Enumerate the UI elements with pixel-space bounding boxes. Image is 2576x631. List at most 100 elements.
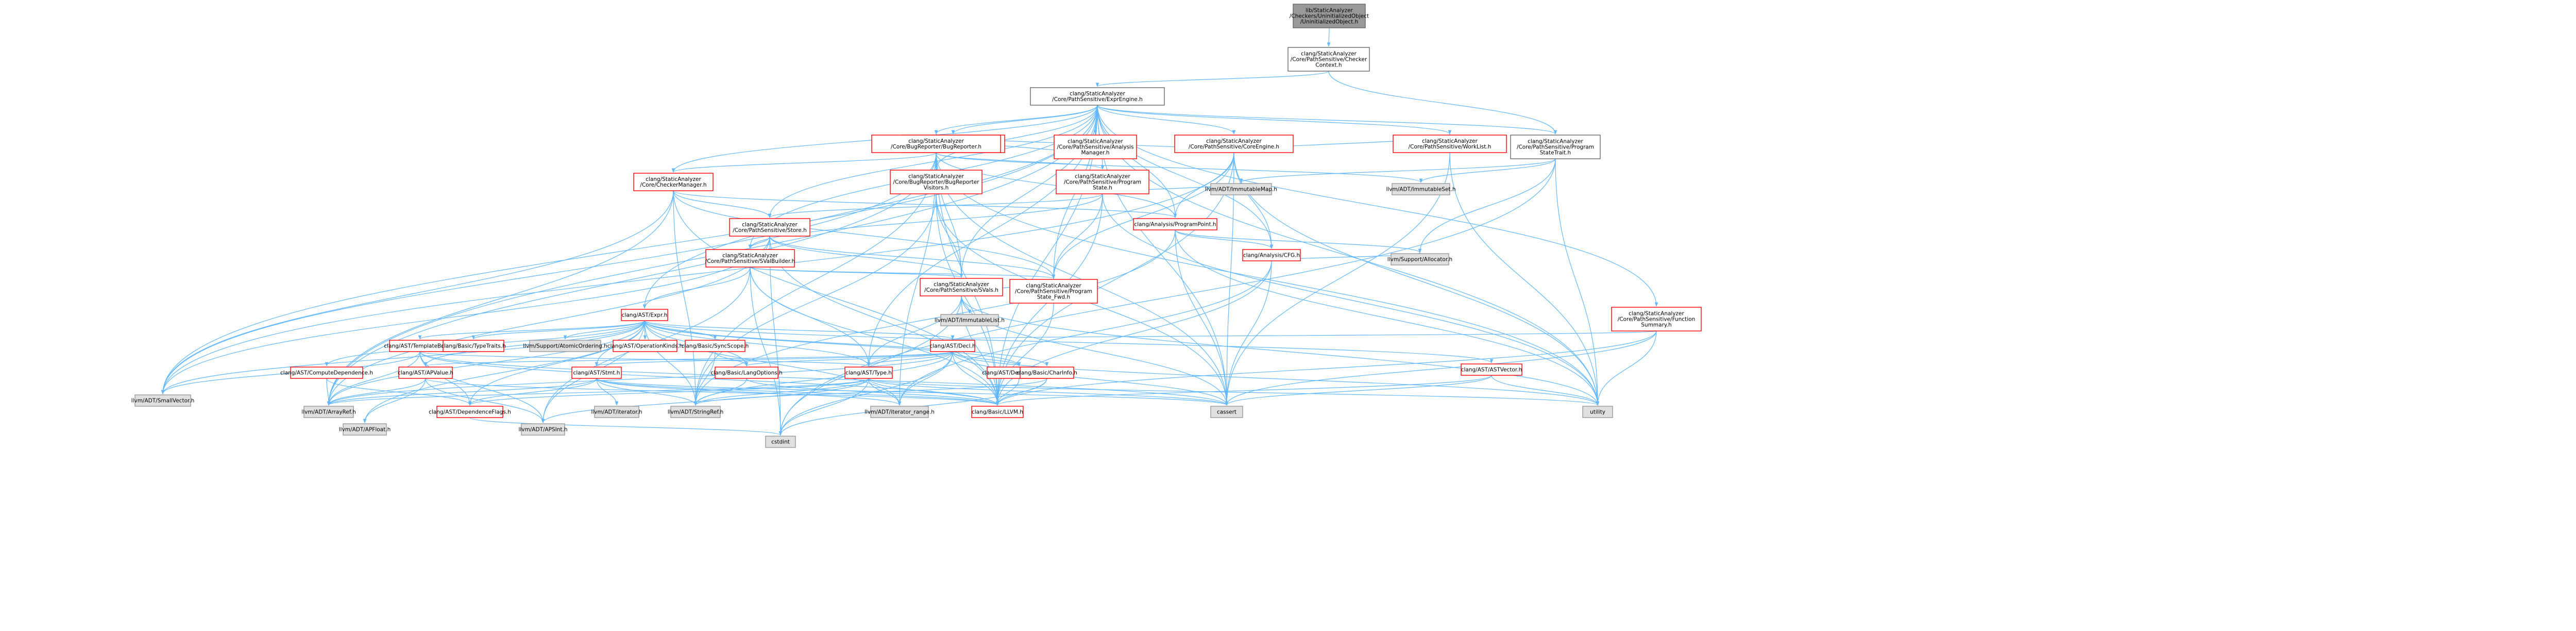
edge-n29-n44 <box>693 351 716 406</box>
edge-n1-n8 <box>1328 71 1557 135</box>
node-n4[interactable]: clang/StaticAnalyzer/Core/PathSensitive/… <box>1054 135 1137 159</box>
node-n27[interactable]: llvm/Support/AtomicOrdering.h <box>523 340 607 352</box>
node-n13[interactable]: llvm/ADT/ImmutableSet.h <box>1386 183 1456 195</box>
edge-n16-n46 <box>750 267 999 406</box>
node-n33[interactable]: clang/AST/APValue.h <box>398 367 453 379</box>
edge-n2-n3 <box>951 105 1098 135</box>
node-n48[interactable]: utility <box>1582 406 1613 418</box>
node-n42[interactable]: llvm/ADT/iterator.h <box>591 406 642 418</box>
node-n38[interactable]: llvm/ADT/SmallVector.h <box>131 394 195 407</box>
node-n36[interactable]: clang/AST/Type.h <box>844 367 893 379</box>
node-n44[interactable]: llvm/ADT/StringRef.h <box>668 406 724 418</box>
node-box <box>633 173 714 191</box>
node-label-line: llvm/ADT/iterator.h <box>591 409 642 416</box>
node-label-line: clang/Analysis/ProgramPoint.h <box>1134 222 1216 228</box>
edge-n8-n12 <box>1239 158 1556 183</box>
node-label-line: StateTrait.h <box>1540 150 1571 156</box>
node-n20[interactable]: clang/StaticAnalyzer/Core/PathSensitive/… <box>1009 279 1098 304</box>
node-label-line: /Core/PathSensitive/SValBuilder.h <box>705 258 795 264</box>
node-n9[interactable]: clang/StaticAnalyzer/Core/CheckerManager… <box>633 173 714 191</box>
node-n7[interactable]: clang/StaticAnalyzer/Core/PathSensitive/… <box>1393 135 1507 153</box>
node-n8[interactable]: clang/StaticAnalyzer/Core/PathSensitive/… <box>1510 135 1601 159</box>
node-n32[interactable]: clang/AST/ComputeDependence.h <box>280 367 373 379</box>
edge-n7-n48 <box>1449 152 1600 406</box>
node-n10[interactable]: clang/StaticAnalyzer/Core/BugReporter/Bu… <box>890 170 982 194</box>
node-label-line: llvm/ADT/ImmutableSet.h <box>1386 187 1455 193</box>
node-n23[interactable]: clang/AST/Expr.h <box>621 309 668 321</box>
node-n34[interactable]: clang/AST/Stmt.h <box>571 367 622 379</box>
node-n6[interactable]: clang/StaticAnalyzer/Core/BugReporter/Bu… <box>871 135 1001 153</box>
node-n22[interactable]: llvm/ADT/ImmutableList.h <box>935 314 1005 326</box>
node-label-line: /Core/PathSensitive/Program <box>1517 144 1594 151</box>
edge-n21-n46 <box>995 330 1657 406</box>
node-n15[interactable]: clang/Analysis/ProgramPoint.h <box>1133 218 1217 230</box>
edge-n24-n30 <box>952 351 1021 367</box>
node-label-line: clang/AST/Decl.h <box>929 343 975 350</box>
node-box <box>940 314 999 326</box>
node-n19[interactable]: clang/StaticAnalyzer/Core/PathSensitive/… <box>920 278 1003 296</box>
edge-n21-n48 <box>1596 330 1657 406</box>
node-label-line: llvm/ADT/ImmutableMap.h <box>1205 187 1277 193</box>
edge-n36-n49 <box>778 378 869 436</box>
node-box <box>1210 406 1243 418</box>
node-n47[interactable]: cassert <box>1210 406 1243 418</box>
node-n12[interactable]: llvm/ADT/ImmutableMap.h <box>1205 183 1277 195</box>
edge-n34-n41 <box>468 378 597 406</box>
node-n41[interactable]: clang/AST/DependenceFlags.h <box>429 406 511 418</box>
node-n14[interactable]: clang/StaticAnalyzer/Core/PathSensitive/… <box>729 218 810 237</box>
edge-n23-n26 <box>471 320 645 340</box>
node-n37[interactable]: clang/Basic/CharInfo.h <box>1016 367 1077 379</box>
node-n43[interactable]: llvm/ADT/APSInt.h <box>518 423 568 436</box>
node-n24[interactable]: clang/AST/Decl.h <box>929 340 976 352</box>
edge-n6-n15 <box>936 152 1177 218</box>
node-n46[interactable]: clang/Basic/LLVM.h <box>971 406 1024 418</box>
node-n26[interactable]: clang/Basic/TypeTraits.h <box>441 340 506 352</box>
edge-n32-n39 <box>326 378 331 406</box>
node-n1[interactable]: clang/StaticAnalyzer/Core/PathSensitive/… <box>1287 47 1370 72</box>
edge-n36-n48 <box>868 378 1599 406</box>
node-box <box>398 367 453 379</box>
node-n40[interactable]: llvm/ADT/APFloat.h <box>339 423 391 436</box>
node-n45[interactable]: llvm/ADT/iterator_range.h <box>865 406 935 418</box>
node-box <box>613 340 677 352</box>
node-n17[interactable]: clang/Analysis/CFG.h <box>1242 249 1301 261</box>
edge-n34-n45 <box>596 378 902 406</box>
edge-n2-n38 <box>161 105 1098 394</box>
node-label-line: /Core/PathSensitive/Checker <box>1291 57 1367 63</box>
node-label-line: clang/StaticAnalyzer <box>908 138 964 144</box>
node-n28[interactable]: clang/AST/OperationKinds.h <box>607 340 683 352</box>
node-label-line: clang/StaticAnalyzer <box>1070 91 1125 97</box>
node-label-line: lib/StaticAnalyzer <box>1306 8 1353 14</box>
node-n16[interactable]: clang/StaticAnalyzer/Core/PathSensitive/… <box>705 249 795 268</box>
node-box <box>1133 218 1217 230</box>
edge-n23-n24 <box>644 320 955 340</box>
edge-n2-n14 <box>768 105 1098 218</box>
edge-n34-n46 <box>596 378 999 406</box>
edge-n14-n19 <box>769 236 963 278</box>
edge-n14-n38 <box>161 236 770 394</box>
node-n25[interactable]: clang/AST/TemplateBase.h <box>384 340 456 352</box>
node-box <box>134 394 191 407</box>
node-n18[interactable]: llvm/Support/Allocator.h <box>1387 253 1452 265</box>
node-n11[interactable]: clang/StaticAnalyzer/Core/PathSensitive/… <box>1056 170 1149 194</box>
node-n35[interactable]: clang/Basic/LangOptions.h <box>710 367 783 379</box>
node-n29[interactable]: clang/Basic/SyncScope.h <box>682 340 749 352</box>
node-n2[interactable]: clang/StaticAnalyzer/Core/PathSensitive/… <box>1030 87 1165 106</box>
edge-n36-n45 <box>868 378 902 406</box>
node-label-line: /Core/BugReporter/BugReporter <box>893 179 979 186</box>
edge-n25-n39 <box>327 351 420 406</box>
node-n49[interactable]: cstdint <box>765 436 796 448</box>
node-n21[interactable]: clang/StaticAnalyzer/Core/PathSensitive/… <box>1611 307 1702 331</box>
node-label-line: cassert <box>1217 409 1236 416</box>
edge-n9-n14 <box>673 190 772 218</box>
node-n31[interactable]: clang/AST/ASTVector.h <box>1461 363 1522 376</box>
node-box <box>1054 135 1137 159</box>
edge-n37-n44 <box>693 378 1047 406</box>
node-box <box>971 406 1024 418</box>
edge-n21-n47 <box>1225 330 1657 406</box>
node-n5[interactable]: clang/StaticAnalyzer/Core/PathSensitive/… <box>1174 135 1294 153</box>
node-n0[interactable]: lib/StaticAnalyzer/Checkers/Uninitialize… <box>1290 4 1369 28</box>
node-n39[interactable]: llvm/ADT/ArrayRef.h <box>301 406 356 418</box>
edge-n23-n41 <box>468 320 645 406</box>
